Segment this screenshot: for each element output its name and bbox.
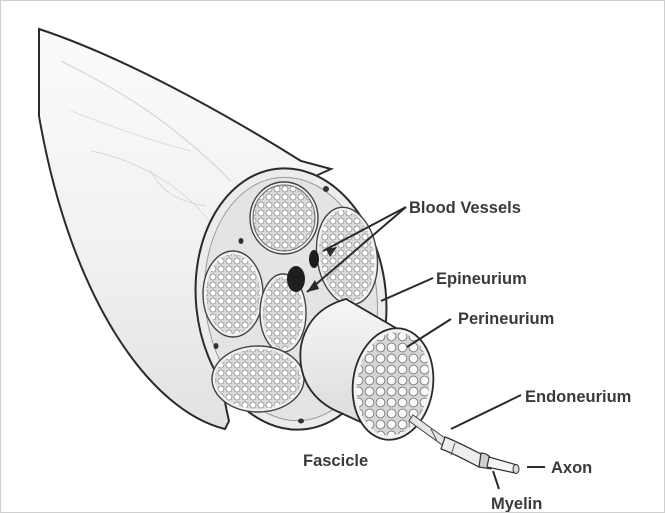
label-blood-vessels: Blood Vessels bbox=[409, 199, 521, 217]
label-perineurium: Perineurium bbox=[458, 310, 554, 328]
label-fascicle: Fascicle bbox=[303, 452, 368, 470]
label-myelin: Myelin bbox=[491, 495, 542, 512]
epineurium-leader bbox=[381, 278, 433, 301]
label-axon: Axon bbox=[551, 459, 592, 477]
label-epineurium: Epineurium bbox=[436, 270, 527, 288]
endoneurium-leader bbox=[451, 395, 521, 429]
label-endoneurium: Endoneurium bbox=[525, 388, 631, 406]
myelin-leader bbox=[493, 471, 499, 489]
